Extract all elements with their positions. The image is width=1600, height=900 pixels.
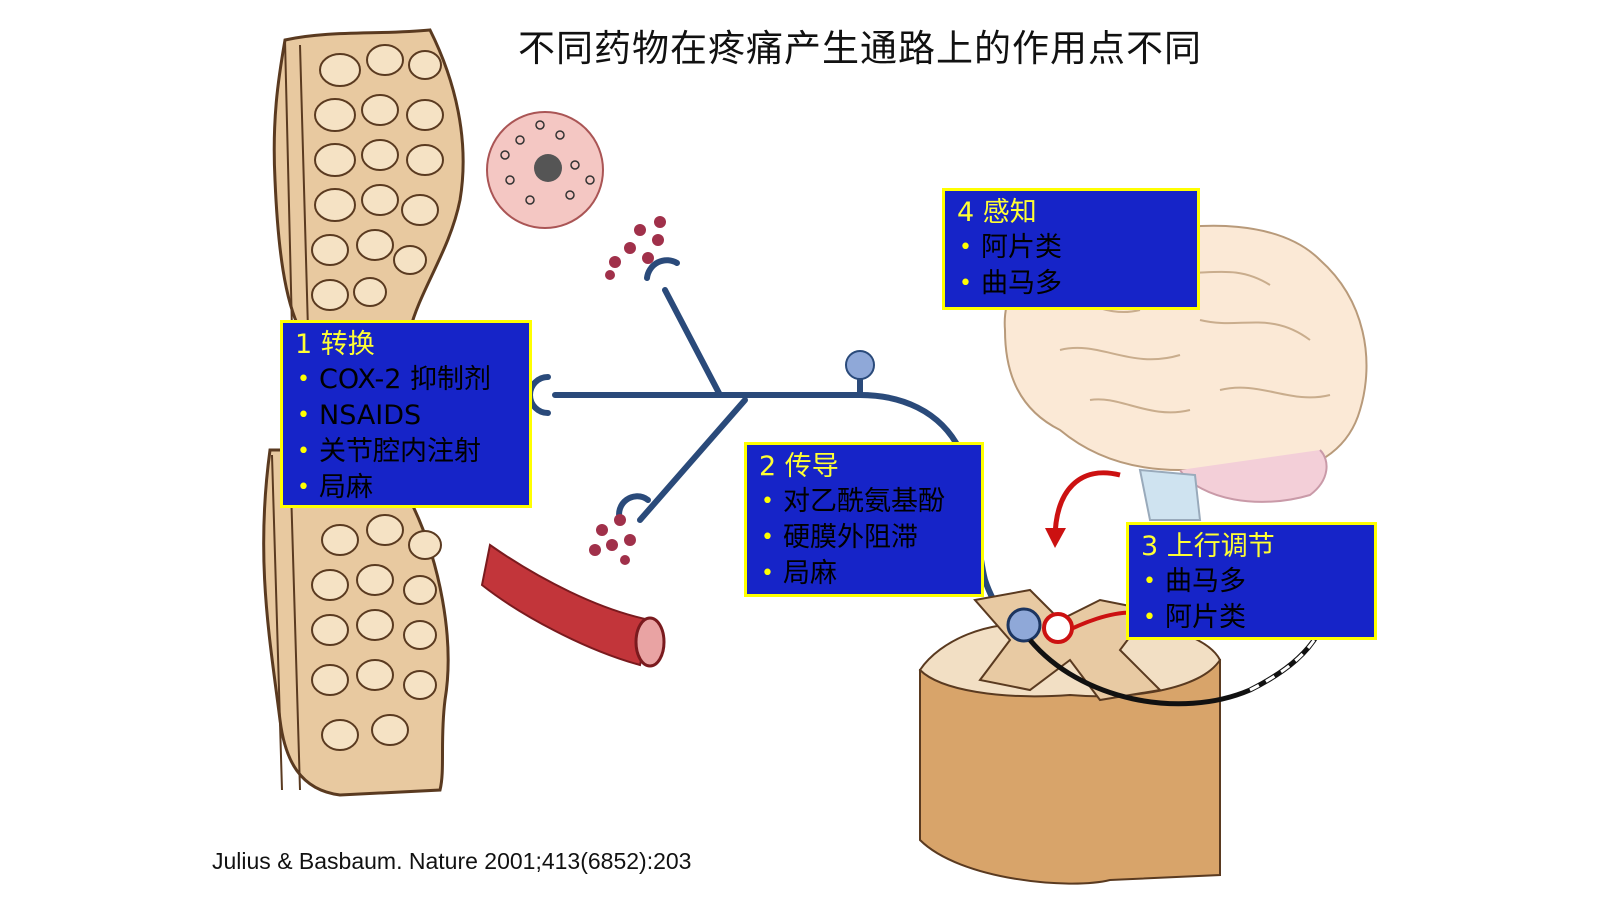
ascending-pathway-dashes (1249, 629, 1322, 692)
step-4-perception-box: 4 感知 阿片类 曲马多 (942, 188, 1200, 310)
list-item: 阿片类 (1141, 600, 1364, 636)
skin-tissue-lower-illustration (262, 448, 450, 797)
arrow-head-icon (1045, 528, 1066, 548)
dorsal-horn-synapse-icon (1006, 607, 1042, 643)
list-item: 局麻 (295, 470, 519, 506)
step-2-drug-list: 对乙酰氨基酚 硬膜外阻滞 局麻 (759, 484, 971, 592)
blood-vessel-illustration (480, 543, 666, 668)
step-2-conduction-box: 2 传导 对乙酰氨基酚 硬膜外阻滞 局麻 (744, 442, 984, 597)
step-3-drug-list: 曲马多 阿片类 (1141, 564, 1364, 636)
list-item: 阿片类 (957, 230, 1187, 266)
skin-tissue-illustration (272, 28, 465, 332)
step-1-heading: 1 转换 (295, 329, 375, 360)
citation: Julius & Basbaum. Nature 2001;413(6852):… (212, 848, 692, 874)
mediator-dots-illustration (589, 216, 666, 565)
step-3-heading: 3 上行调节 (1141, 531, 1275, 562)
step-2-heading: 2 传导 (759, 451, 839, 482)
list-item: 对乙酰氨基酚 (759, 484, 971, 520)
inhibitory-synapse-icon (1042, 612, 1074, 644)
page-title: 不同药物在疼痛产生通路上的作用点不同 (518, 27, 1202, 70)
descending-pathway-arrow (1052, 470, 1121, 541)
list-item: NSAIDS (295, 398, 519, 434)
mast-cell-illustration (486, 111, 604, 229)
list-item: 关节腔内注射 (295, 434, 519, 470)
step-4-heading: 4 感知 (957, 197, 1037, 228)
step-1-drug-list: COX-2 抑制剂 NSAIDS 关节腔内注射 局麻 (295, 362, 519, 506)
list-item: COX-2 抑制剂 (295, 362, 519, 398)
list-item: 局麻 (759, 556, 971, 592)
synapse-node-icon (845, 350, 875, 380)
step-1-transduction-box: 1 转换 COX-2 抑制剂 NSAIDS 关节腔内注射 局麻 (280, 320, 532, 508)
step-4-drug-list: 阿片类 曲马多 (957, 230, 1187, 302)
list-item: 曲马多 (1141, 564, 1364, 600)
list-item: 曲马多 (957, 266, 1187, 302)
list-item: 硬膜外阻滞 (759, 520, 971, 556)
step-3-modulation-box: 3 上行调节 曲马多 阿片类 (1126, 522, 1377, 640)
